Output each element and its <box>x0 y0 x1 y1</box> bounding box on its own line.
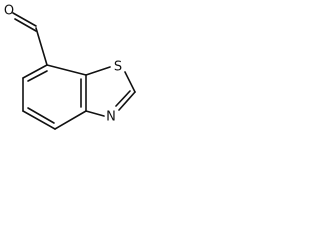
benzene-bond-c3a-c4 <box>54 110 87 130</box>
benzene-bond-c6-c7-inner <box>27 70 48 82</box>
sulfur-atom-label: S <box>114 60 122 75</box>
benzene-bond-c6-c7 <box>22 64 48 79</box>
benzene-bond-c4-c5 <box>22 110 56 130</box>
thiazole-bond-c7a-s <box>85 66 111 76</box>
benzothiazole-carbaldehyde-structure: O S N <box>4 4 136 130</box>
benzene-bond-c4-c5-inner <box>27 107 55 124</box>
thiazole-bond-s-c2 <box>124 71 136 93</box>
nitrogen-atom-label: N <box>106 110 116 125</box>
aldehyde-double-bond-outer <box>12 12 37 27</box>
thiazole-bond-n-c3a <box>85 110 105 117</box>
thiazole-bond-c2-n-inner <box>115 90 131 107</box>
aldehyde-double-bond-inner <box>14 18 37 32</box>
thiazole-bond-c2-n <box>118 91 136 111</box>
aldehyde-single-bond <box>35 27 48 66</box>
benzene-bond-c7-c7a <box>46 64 87 76</box>
oxygen-atom-label: O <box>4 4 14 19</box>
